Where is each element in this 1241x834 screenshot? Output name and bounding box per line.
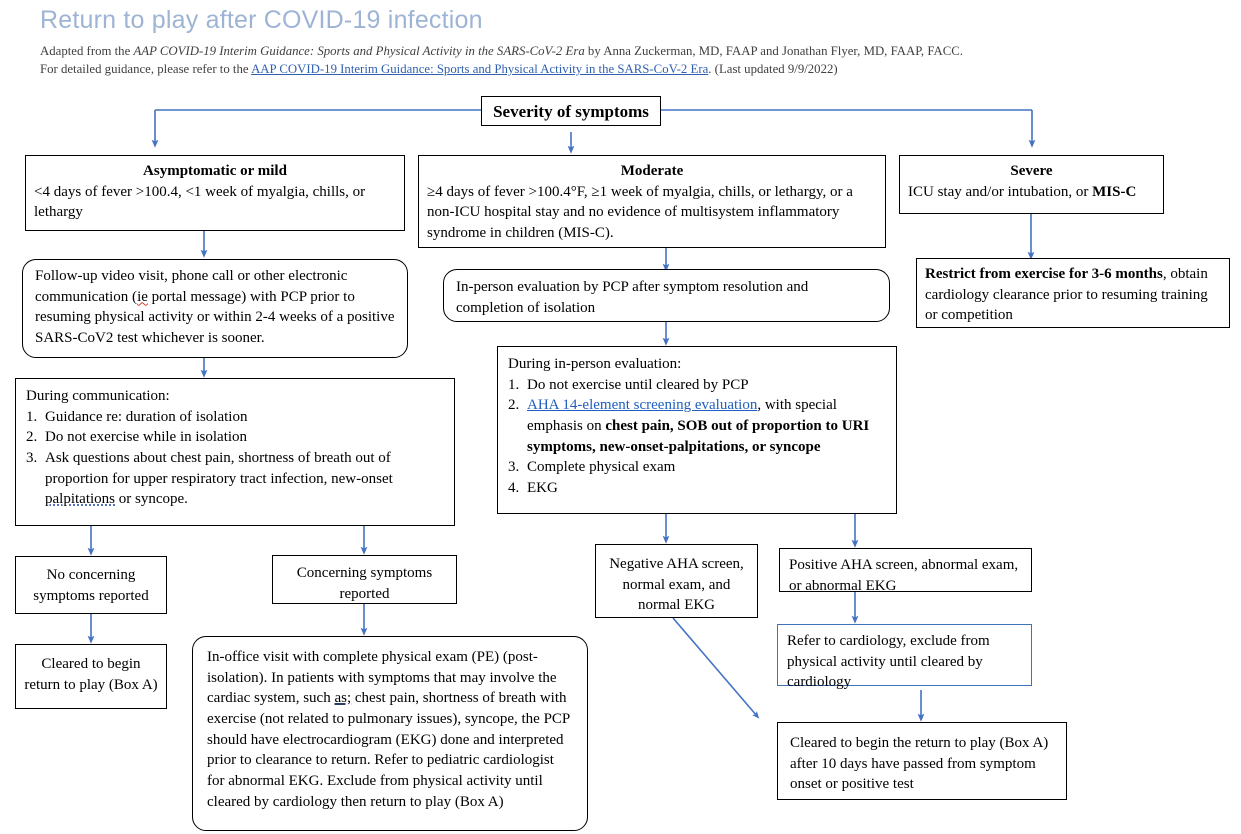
- node-in-person-evaluation[interactable]: In-person evaluation by PCP after sympto…: [443, 269, 890, 322]
- guidance-suffix: . (Last updated 9/9/2022): [708, 62, 838, 76]
- node-moderate[interactable]: Moderate ≥4 days of fever >100.4°F, ≥1 w…: [418, 155, 886, 248]
- list-marker-3: 3.: [508, 459, 520, 476]
- credit-source-italic: AAP COVID-19 Interim Guidance: Sports an…: [133, 44, 585, 58]
- restrict-bold: Restrict from exercise for 3-6 months: [925, 266, 1163, 282]
- list-marker-1: 1.: [26, 408, 38, 425]
- eval-text-4: EKG: [527, 480, 558, 497]
- refer-label: Refer to cardiology, exclude from physic…: [787, 633, 990, 691]
- cleared-10d-label: Cleared to begin the return to play (Box…: [790, 735, 1049, 793]
- list-text-3b: or syncope.: [115, 491, 188, 508]
- in-office-text-2: chest pain, shortness of breath with exe…: [207, 690, 570, 810]
- node-during-in-person-evaluation[interactable]: During in-person evaluation: 1. Do not ex…: [497, 346, 897, 514]
- severity-label: Severity of symptoms: [493, 102, 649, 121]
- during-communication-list: 1. Guidance re: duration of isolation 2. D…: [26, 407, 444, 510]
- during-eval-lead: During in-person evaluation:: [508, 356, 682, 372]
- list-marker-2: 2.: [26, 429, 38, 446]
- node-no-concerning-symptoms[interactable]: No concerning symptoms reported: [15, 556, 167, 614]
- concern-label: Concerning symptoms reported: [296, 565, 433, 602]
- node-negative-aha-screen[interactable]: Negative AHA screen, normal exam, and no…: [595, 544, 758, 618]
- node-during-communication[interactable]: During communication: 1. Guidance re: dur…: [15, 378, 455, 526]
- list-marker-4: 4.: [508, 480, 520, 497]
- followup-text-1: Follow-up video visit, phone call or oth…: [35, 268, 348, 305]
- credit-suffix: by Anna Zuckerman, MD, FAAP and Jonathan…: [584, 44, 964, 58]
- aap-guidance-link[interactable]: AAP COVID-19 Interim Guidance: Sports an…: [251, 62, 709, 76]
- negative-label: Negative AHA screen, normal exam, and no…: [609, 556, 744, 614]
- node-asymptomatic-or-mild[interactable]: Asymptomatic or mild <4 days of fever >1…: [25, 155, 405, 231]
- credit-prefix: Adapted from the: [40, 44, 134, 58]
- in-person-label: In-person evaluation by PCP after sympto…: [456, 279, 809, 316]
- eval-text-1: Do not exercise until cleared by PCP: [527, 376, 749, 393]
- in-office-text-1: In-office visit with complete physical e…: [207, 649, 557, 707]
- node-positive-aha-screen[interactable]: Positive AHA screen, abnormal exam, or a…: [779, 548, 1032, 594]
- mild-title: Asymptomatic or mild: [143, 163, 287, 179]
- list-item: 1. Do not exercise until cleared by PCP: [508, 375, 886, 396]
- node-severity-of-symptoms[interactable]: Severity of symptoms: [481, 96, 661, 126]
- node-severe[interactable]: Severe ICU stay and/or intubation, or MI…: [899, 155, 1164, 214]
- severe-body-bold: MIS-C: [1092, 183, 1137, 200]
- list-item: 4. EKG: [508, 478, 886, 499]
- followup-spellcheck-ie: ie: [137, 288, 148, 305]
- node-refer-to-cardiology[interactable]: Refer to cardiology, exclude from physic…: [777, 624, 1032, 690]
- list-text-3a: Ask questions about chest pain, shortnes…: [45, 450, 393, 487]
- node-cleared-to-begin-return-to-play[interactable]: Cleared to begin return to play (Box A): [15, 644, 167, 709]
- eval-text-3: Complete physical exam: [527, 459, 676, 476]
- positive-label: Positive AHA screen, abnormal exam, or a…: [789, 557, 1019, 594]
- moderate-body: ≥4 days of fever >100.4°F, ≥1 week of my…: [427, 183, 853, 242]
- list-marker-3: 3.: [26, 450, 38, 467]
- cleared-label: Cleared to begin return to play (Box A): [24, 656, 158, 693]
- node-cleared-after-10-days[interactable]: Cleared to begin the return to play (Box…: [777, 722, 1067, 800]
- node-in-office-visit[interactable]: In-office visit with complete physical e…: [192, 636, 588, 831]
- list-item: 1. Guidance re: duration of isolation: [26, 407, 444, 428]
- guidance-prefix: For detailed guidance, please refer to t…: [40, 62, 252, 76]
- mild-body: <4 days of fever >100.4, <1 week of myal…: [34, 183, 366, 221]
- list-marker-2: 2.: [508, 397, 520, 414]
- guidance-line: For detailed guidance, please refer to t…: [40, 62, 838, 77]
- list-text-1: Guidance re: duration of isolation: [45, 408, 248, 425]
- during-eval-list: 1. Do not exercise until cleared by PCP 2…: [508, 375, 886, 499]
- severe-title: Severe: [1010, 163, 1053, 179]
- node-followup-communication[interactable]: Follow-up video visit, phone call or oth…: [22, 259, 408, 358]
- list-text-2: Do not exercise while in isolation: [45, 429, 248, 446]
- followup-text-2: portal message) with PCP prior to resumi…: [35, 288, 395, 347]
- list-item: 3. Complete physical exam: [508, 457, 886, 478]
- list-item: 3. Ask questions about chest pain, shortn…: [26, 448, 444, 510]
- credit-line: Adapted from the AAP COVID-19 Interim Gu…: [40, 44, 963, 59]
- node-concerning-symptoms-reported[interactable]: Concerning symptoms reported: [272, 555, 457, 604]
- restrict-rest: , obtain cardiology clearance prior to r…: [925, 266, 1208, 324]
- aha-screening-link[interactable]: AHA 14-element screening evaluation: [527, 397, 758, 414]
- list-item: 2. AHA 14-element screening evaluation, w…: [508, 395, 886, 457]
- node-restrict-from-exercise[interactable]: Restrict from exercise for 3-6 months, o…: [916, 258, 1230, 328]
- severe-body-prefix: ICU stay and/or intubation, or: [908, 183, 1093, 200]
- no-concern-label: No concerning symptoms reported: [33, 567, 149, 604]
- list-marker-1: 1.: [508, 376, 520, 393]
- page-title: Return to play after COVID-19 infection: [40, 6, 483, 34]
- eval-text-2a: , with special emphasis on: [527, 397, 837, 435]
- eval-text-2-bold: chest pain, SOB out of proportion to URI…: [527, 418, 870, 455]
- spellcheck-palpitations: palpitations: [45, 491, 115, 508]
- moderate-title: Moderate: [620, 163, 684, 179]
- list-item: 2. Do not exercise while in isolation: [26, 427, 444, 448]
- spellcheck-as: as;: [334, 690, 352, 707]
- during-communication-lead: During communication:: [26, 388, 170, 404]
